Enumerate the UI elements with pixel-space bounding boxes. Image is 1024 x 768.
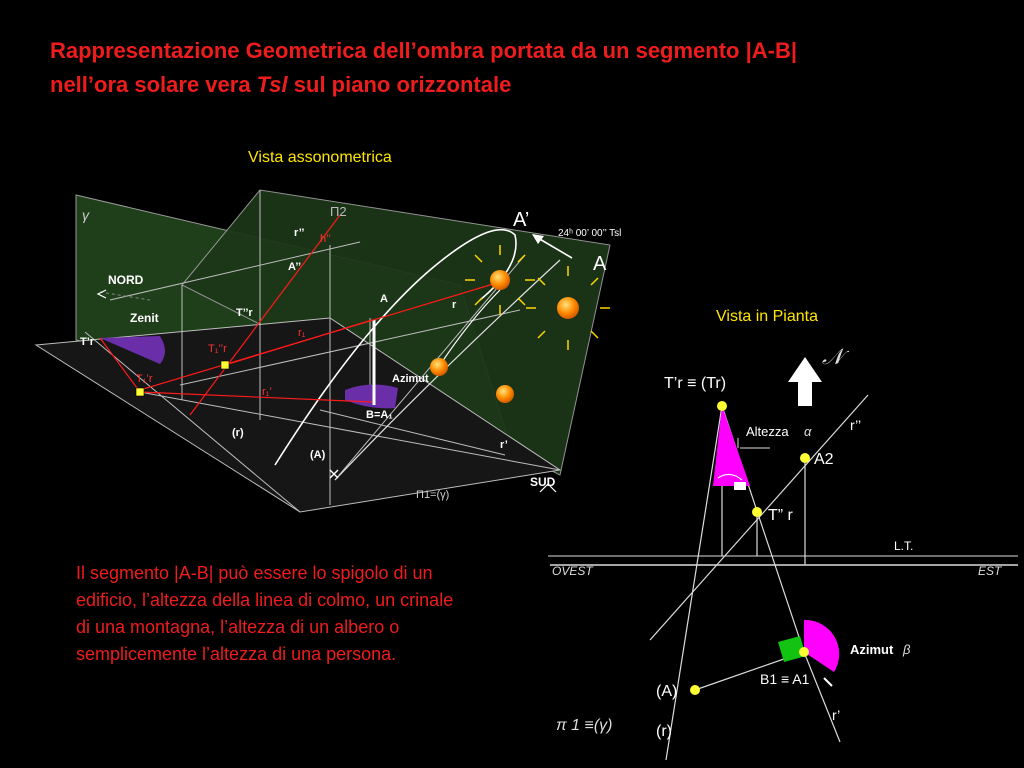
title-line-2: nell’ora solare vera Tsl sul piano orizz… xyxy=(50,68,1010,102)
azimut-square xyxy=(778,636,806,662)
label-paren-a: (A) xyxy=(310,449,326,461)
label-a2: A2 xyxy=(814,451,834,468)
shadow-rays xyxy=(99,214,501,416)
north-symbol: 𝒩 xyxy=(822,344,850,369)
label-est: EST xyxy=(978,564,1003,578)
label-a: A xyxy=(380,293,388,305)
label-azimut: Azimut xyxy=(392,373,429,385)
sun-a-prime-icon xyxy=(465,245,535,315)
sun-marker-1 xyxy=(430,358,448,376)
label-beta: β xyxy=(902,642,911,657)
label-b1a1: B1 ≡ A1 xyxy=(760,671,810,687)
label-paren-a-plan: (A) xyxy=(656,683,677,700)
page-title: Rappresentazione Geometrica dell’ombra p… xyxy=(50,34,1010,102)
plan-caption: Vista in Pianta xyxy=(716,308,818,325)
label-tr-left: T’r xyxy=(80,336,95,348)
title-line-2-end: sul piano orizzontale xyxy=(287,72,512,97)
label-lt: L.T. xyxy=(894,539,913,553)
plan-points xyxy=(690,401,810,695)
label-t2r-plan: T” r xyxy=(768,507,794,524)
label-t2r: T’’r xyxy=(236,307,253,319)
label-azimut-plan: Azimut xyxy=(850,642,894,657)
point-a2 xyxy=(800,453,810,463)
label-pi1: Π1=(γ) xyxy=(416,489,449,501)
label-a2: A’’ xyxy=(288,261,301,273)
point-t2r xyxy=(752,507,762,517)
construction-lines xyxy=(84,190,561,513)
label-r-double: r’’ xyxy=(850,417,861,433)
label-t1r2: T₁’’r xyxy=(208,343,227,355)
label-tr-equiv: T’r ≡ (Tr) xyxy=(664,375,726,392)
azimut-sector xyxy=(345,384,398,409)
label-r: r xyxy=(452,299,457,311)
north-arrow-icon xyxy=(788,357,822,406)
description-text: Il segmento |A-B| può essere lo spigolo … xyxy=(76,563,454,664)
label-r1: r₁ xyxy=(298,327,306,339)
point-b1a1 xyxy=(799,647,809,657)
label-nord: NORD xyxy=(108,273,144,287)
label-h2: h’’ xyxy=(320,233,331,245)
label-pi1-plan: π 1 ≡(γ) xyxy=(556,717,613,734)
title-tsl: Tsl xyxy=(256,72,288,97)
label-r2: r’’ xyxy=(294,227,304,239)
altitude-sector xyxy=(100,336,165,364)
sun-path-arc xyxy=(274,228,517,466)
altitude-triangle xyxy=(713,406,750,486)
t1-r2-marker xyxy=(220,360,230,370)
sun-marker-2 xyxy=(496,385,514,403)
label-paren-r: (r) xyxy=(232,427,244,439)
point-a xyxy=(690,685,700,695)
sun-a-icon xyxy=(526,266,610,350)
label-t1r1: T₁’r xyxy=(136,373,153,385)
label-a-prime-big: A’ xyxy=(513,209,529,231)
label-altezza: Altezza xyxy=(746,424,789,439)
label-gamma: γ xyxy=(82,207,90,223)
label-a-big: A xyxy=(593,253,607,275)
label-pi2: Π2 xyxy=(330,204,347,219)
label-r1-prime: r₁’ xyxy=(262,386,272,398)
label-time: 24ʰ 00’ 00’’ Tsl xyxy=(558,228,621,239)
t1-r1-marker xyxy=(135,387,145,397)
label-r-prime-plan: r’ xyxy=(832,707,840,723)
label-paren-r-plan: (r) xyxy=(656,723,672,740)
label-b-a1: B=A₁ xyxy=(366,409,393,421)
label-r-prime: r’ xyxy=(500,439,508,451)
label-zenit: Zenit xyxy=(130,311,159,325)
label-alpha: α xyxy=(804,424,812,439)
title-line-1: Rappresentazione Geometrica dell’ombra p… xyxy=(50,38,798,63)
title-line-2-start: nell’ora solare vera xyxy=(50,72,257,97)
plan-construction-lines xyxy=(649,394,869,761)
label-ovest: OVEST xyxy=(552,564,594,578)
axonometric-caption: Vista assonometrica xyxy=(248,149,392,166)
point-tr xyxy=(717,401,727,411)
azimut-sector-plan xyxy=(804,619,840,672)
